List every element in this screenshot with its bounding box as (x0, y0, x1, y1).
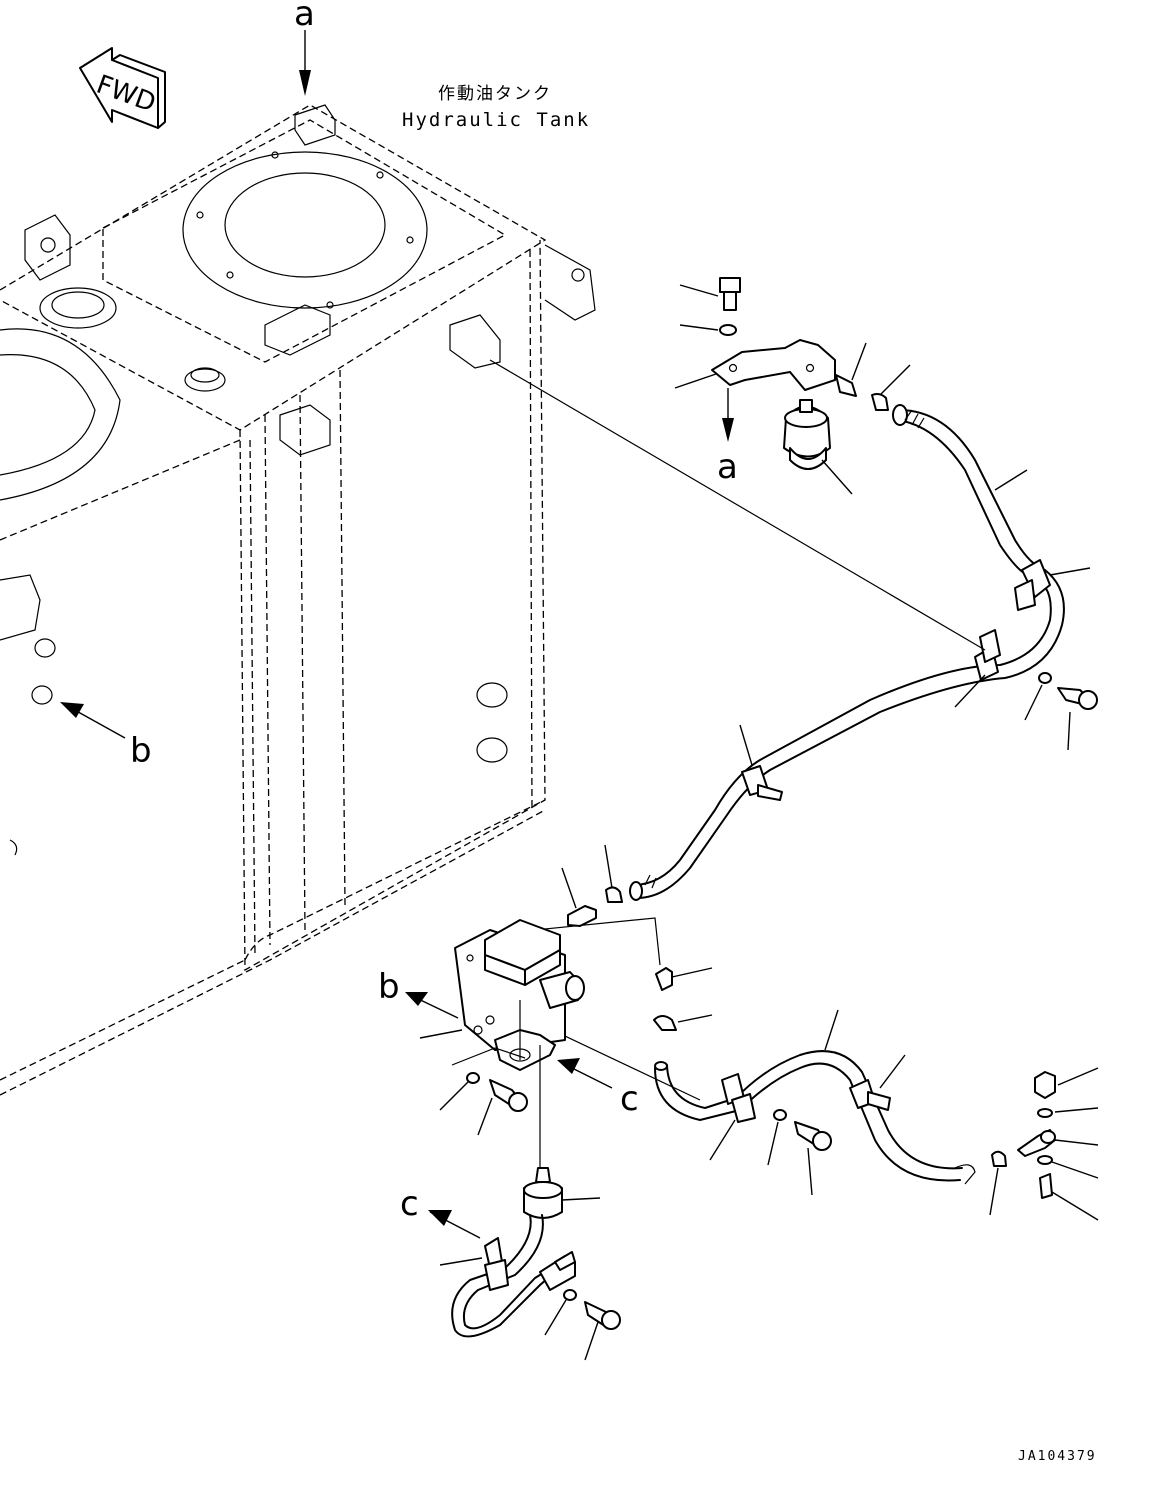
ref-letter-c-bracket: c (620, 1079, 639, 1119)
lower-right-hose (653, 967, 1007, 1216)
ref-letter-b-bracket: b (378, 967, 400, 1007)
right-fittings-column (1017, 1067, 1099, 1221)
ref-letter-b-tank: b (130, 731, 152, 771)
upper-hose (629, 404, 1098, 901)
tank-label-english: Hydraulic Tank (402, 109, 590, 131)
lower-harness: c (400, 1167, 621, 1361)
ref-letter-a-bracket: a (717, 447, 738, 487)
lower-bracket: b c (378, 917, 701, 1170)
ref-letter-c-harness: c (400, 1184, 419, 1224)
tank-label-japanese: 作動油タンク (438, 84, 552, 104)
fwd-arrow-icon: FWD (79, 47, 166, 129)
mid-fittings (561, 844, 623, 927)
sensor-bracket-top: a (674, 277, 911, 495)
ref-letter-a-top: a (294, 0, 315, 34)
hydraulic-tank-outline (0, 104, 596, 1096)
drawing-code: JA104379 (1018, 1449, 1097, 1464)
